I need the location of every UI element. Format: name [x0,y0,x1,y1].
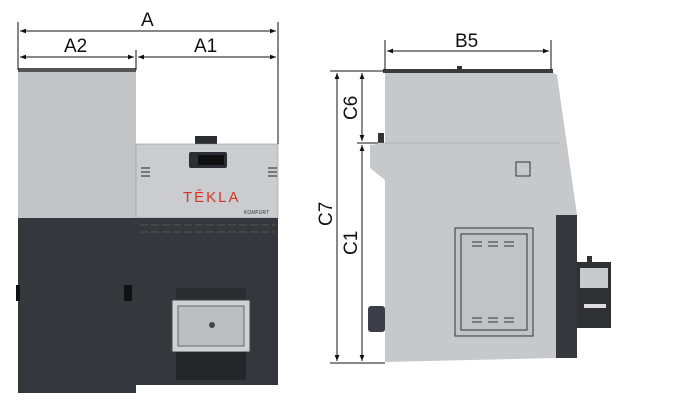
side-dark-panel [556,215,577,358]
side-burner-attachment [577,256,611,328]
dim-label-A2: A2 [64,36,87,57]
side-door [454,227,534,337]
top-knob [457,66,462,70]
burner-unit [171,288,251,380]
vents [140,167,277,233]
hopper-lid [18,68,136,72]
side-pipe-connector [368,306,385,332]
model-label: KOMFORT [244,210,270,216]
side-view [368,66,611,362]
side-top-edge [383,69,553,73]
dimension-lines [17,22,552,364]
side-handle [378,133,384,143]
dim-label-A: A [141,10,154,31]
dim-label-C6: C6 [341,96,362,120]
display-screen [198,155,224,165]
hopper-latch-right [124,285,132,301]
dim-label-C1: C1 [341,231,362,255]
dim-label-C7: C7 [316,202,337,226]
dim-label-B5: B5 [455,31,478,52]
side-small-hatch [515,161,531,177]
front-view: TĒKLA KOMFORT [16,68,279,393]
chimney-stub [195,136,217,145]
brand-logo: TĒKLA [183,189,241,206]
hopper-latch-left [16,285,20,301]
hopper-upper [18,70,136,218]
dim-label-A1: A1 [194,36,217,57]
hopper-lower [18,218,136,393]
